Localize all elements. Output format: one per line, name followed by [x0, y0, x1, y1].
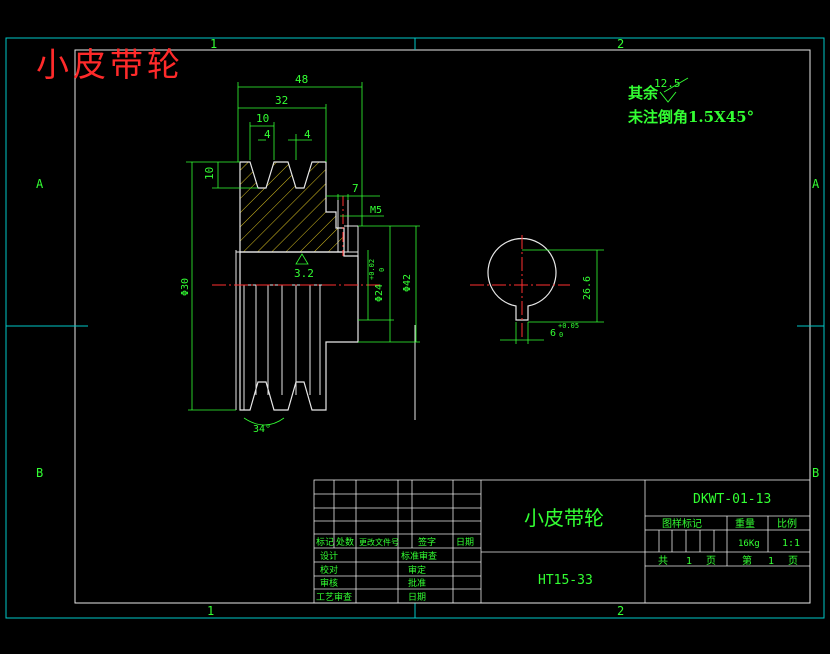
tb-total-sheets: 1: [686, 556, 692, 567]
tb-rev-sign: 签字: [418, 536, 436, 548]
tb-sign-process: 工艺审查: [316, 591, 352, 603]
tb-sheet-unit-1: 页: [706, 555, 716, 567]
zone-col-1-bottom: 1: [207, 604, 214, 618]
zone-col-2-top: 2: [617, 37, 624, 51]
tb-header-scale: 比例: [777, 517, 797, 530]
title-block: [313, 479, 811, 604]
dim-4-right: 4: [304, 128, 311, 141]
zone-row-b-right: B: [812, 466, 819, 480]
tb-sign-review: 审核: [320, 577, 338, 589]
dim-key-depth: 26.6: [582, 276, 593, 300]
chamfer-note: 未注倒角1.5X45°: [628, 108, 755, 126]
tb-part-name: 小皮带轮: [524, 506, 604, 530]
tb-sign-std-review: 标准审查: [401, 550, 437, 562]
zone-col-1-top: 1: [210, 37, 217, 51]
drawing-title: 小皮带轮: [36, 45, 184, 84]
tb-sign-design: 设计: [320, 550, 338, 562]
dim-4-left: 4: [264, 128, 271, 141]
zone-row-a-right: A: [812, 177, 820, 191]
dim-key-tol-upper: +0.05: [558, 322, 579, 330]
dim-roughness-32: 3.2: [294, 267, 314, 280]
roughness-symbol: [295, 253, 309, 265]
dim-dia42: Φ42: [402, 274, 413, 292]
dim-10-side: 10: [203, 167, 216, 180]
dim-angle-34: 34°: [253, 424, 271, 435]
tb-scale: 1:1: [782, 538, 800, 549]
tb-material: HT15-33: [538, 573, 593, 588]
tb-rev-count: 处数: [336, 536, 354, 548]
tb-sheet-label: 第: [742, 554, 752, 567]
pulley-section: [212, 161, 380, 411]
tb-total-label: 共: [658, 555, 668, 567]
tb-weight: 16Kg: [738, 539, 760, 549]
dim-key-tol-lower: 0: [559, 331, 563, 339]
tb-rev-file: 更改文件号: [359, 537, 399, 547]
tb-sheet-number: 1: [768, 556, 774, 567]
dim-dia24-tol-lower: 0: [378, 268, 386, 272]
tb-header-weight: 重量: [735, 517, 755, 530]
rest-roughness-label: 其余: [628, 84, 659, 102]
keyway-view: [470, 235, 604, 344]
dim-key-width: 6: [550, 328, 556, 339]
zone-row-a-left: A: [36, 177, 44, 191]
rest-roughness-symbol: [659, 77, 689, 103]
dim-m5: M5: [370, 205, 382, 216]
tb-sheet-unit-2: 页: [788, 555, 798, 567]
tb-sign-approve: 批准: [408, 577, 426, 589]
tb-drawing-no: DKWT-01-13: [693, 492, 771, 507]
dimension-lines: [186, 82, 420, 426]
tb-rev-date: 日期: [456, 537, 474, 548]
dim-10-top: 10: [256, 112, 269, 125]
dim-48: 48: [295, 73, 308, 86]
dim-dia30: Φ30: [180, 278, 191, 296]
tb-sign-approve-final: 审定: [408, 564, 426, 576]
dim-7: 7: [352, 182, 359, 195]
dim-dia24-tol-upper: +0.02: [368, 259, 376, 280]
zone-col-2-bottom: 2: [617, 604, 624, 618]
tb-header-drawing-mark: 图样标记: [662, 517, 702, 530]
tb-sign-date: 日期: [408, 592, 426, 603]
zone-row-b-left: B: [36, 466, 43, 480]
tb-sign-check: 校对: [320, 564, 338, 576]
dim-32: 32: [275, 94, 288, 107]
dim-dia24: Φ24: [374, 284, 385, 302]
rest-roughness-value: 12.5: [654, 77, 681, 90]
tb-rev-mark: 标记: [316, 536, 334, 548]
